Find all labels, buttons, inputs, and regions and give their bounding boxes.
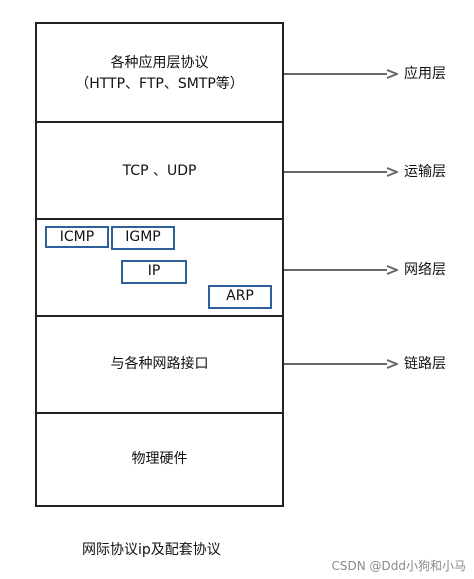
link-layer-label: 链路层 <box>404 356 446 372</box>
physical-layer-box: 物理硬件 <box>37 414 282 507</box>
transport-protocols-text: TCP 、UDP <box>122 163 197 179</box>
application-protocols-title: 各种应用层协议 <box>110 55 209 71</box>
application-layer-arrow <box>284 69 398 79</box>
transport-layer-label: 运输层 <box>404 164 446 180</box>
protocol-stack: 各种应用层协议 （HTTP、FTP、SMTP等） TCP 、UDP ICMP I… <box>35 22 284 507</box>
link-layer-box: 与各种网路接口 <box>37 317 282 414</box>
diagram-caption: 网际协议ip及配套协议 <box>82 542 221 558</box>
link-layer-arrow <box>284 359 398 369</box>
ip-protocol-box: IP <box>121 260 187 284</box>
application-layer-label: 应用层 <box>404 66 446 82</box>
transport-layer-box: TCP 、UDP <box>37 123 282 220</box>
icmp-protocol-box: ICMP <box>45 226 109 248</box>
network-layer-arrow <box>284 265 398 275</box>
watermark-text: CSDN @Ddd小狗和小马 <box>331 559 466 573</box>
physical-hardware-text: 物理硬件 <box>131 451 188 467</box>
network-layer-box: ICMP IGMP IP ARP <box>37 220 282 317</box>
network-layer-label: 网络层 <box>404 262 446 278</box>
application-layer-box: 各种应用层协议 （HTTP、FTP、SMTP等） <box>37 24 282 123</box>
transport-layer-arrow <box>284 167 398 177</box>
arp-protocol-box: ARP <box>208 285 272 309</box>
link-interface-text: 与各种网路接口 <box>110 356 209 372</box>
igmp-protocol-box: IGMP <box>111 226 175 250</box>
application-protocols-examples: （HTTP、FTP、SMTP等） <box>75 76 244 92</box>
